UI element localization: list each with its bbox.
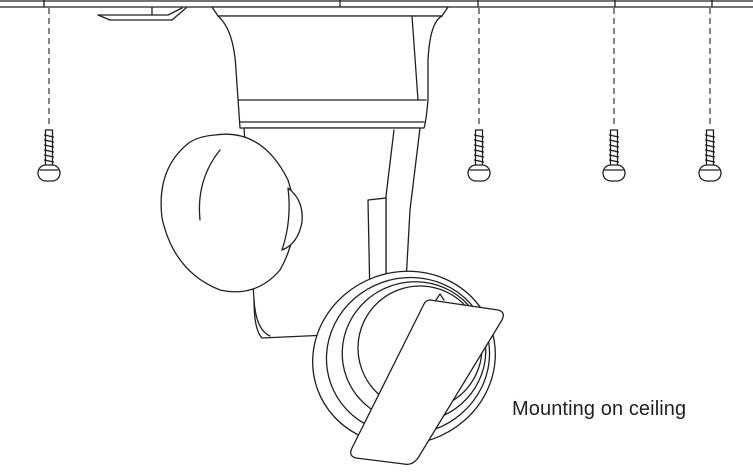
caption-text: Mounting on ceiling	[512, 398, 687, 420]
canopy-body	[217, 15, 443, 129]
screw-2	[467, 129, 491, 182]
base-collar	[211, 6, 449, 17]
adjustment-knob	[160, 133, 296, 293]
screw-guide-lines	[48, 8, 711, 128]
mounting-bracket-tab	[97, 7, 187, 21]
screw-3	[602, 129, 626, 182]
screw-4	[698, 129, 722, 182]
screw-1	[37, 129, 61, 182]
lens-cover	[350, 299, 504, 466]
ceiling-plate	[0, 0, 753, 8]
light-fixture	[160, 6, 504, 466]
